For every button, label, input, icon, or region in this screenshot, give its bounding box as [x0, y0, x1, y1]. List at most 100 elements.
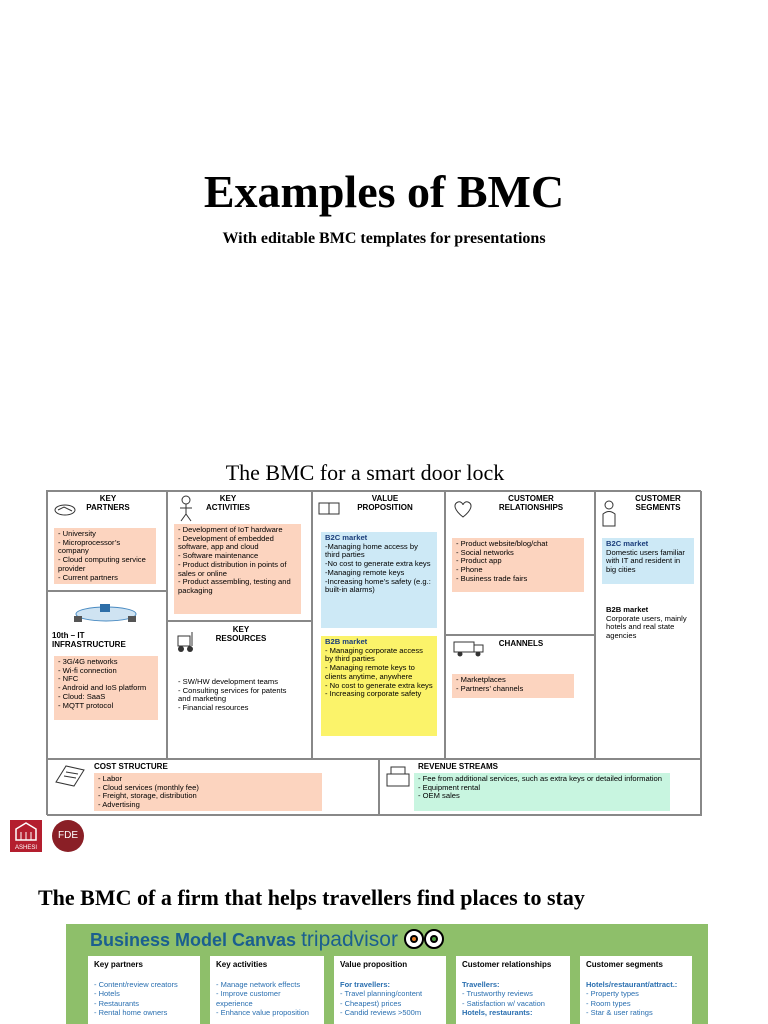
network-icon	[66, 600, 146, 624]
value-proposition-label-2: PROPOSITION	[357, 502, 413, 512]
channels-cell: CHANNELS Marketplaces Partners’ channels	[445, 635, 595, 759]
key-activities-cell: KEY ACTIVITIES Development of IoT hardwa…	[167, 491, 312, 621]
trip-col-header: Key partners	[94, 960, 143, 969]
key-partners-label-1: KEY	[99, 494, 117, 503]
list-item: Product website/blog/chat	[456, 539, 580, 549]
list-item: Product assembling, testing and packagin…	[178, 577, 297, 595]
b2c-title: B2C market	[606, 539, 649, 548]
key-resources-label-1: KEY	[232, 625, 250, 634]
bmc1-heading: The BMC for a smart door lock	[225, 460, 505, 485]
trip-col-line: - Improve customer experience	[216, 989, 281, 1008]
list-item: Business trade fairs	[456, 574, 580, 584]
b2b-title: B2B market	[325, 637, 368, 646]
handshake-icon	[54, 502, 76, 516]
customer-segments-cell: CUSTOMER SEGMENTS B2C market Domestic us…	[595, 491, 702, 759]
list-item: Product distribution in points of sales …	[178, 560, 297, 578]
customer-segments-b2b-box: B2B market Corporate users, mainly hotel…	[602, 604, 700, 644]
list-item: Current partners	[58, 573, 152, 583]
list-item: Advertising	[98, 800, 318, 810]
customer-relationships-label-2: RELATIONSHIPS	[498, 502, 564, 512]
trip-col-header: Customer relationships	[462, 960, 552, 969]
gift-icon	[317, 500, 341, 515]
list-item: SW/HW development teams	[178, 677, 300, 687]
trip-col-line: - Rental home owners	[94, 1008, 168, 1017]
list-item: Managing remote keys to clients anytime,…	[325, 663, 433, 681]
trip-col-line: - Trustworthy reviews	[462, 989, 533, 998]
trip-col-line: - Enhance value proposition	[216, 1008, 309, 1017]
customer-relationships-cell: CUSTOMER RELATIONSHIPS Product website/b…	[445, 491, 595, 635]
list-item: No cost to generate extra keys	[325, 681, 433, 691]
it-infrastructure-cell: 10th – IT INFRASTRUCTURE 3G/4G networks …	[47, 591, 167, 759]
cash-register-icon	[384, 764, 412, 788]
trip-col-key-partners: Key partners - Content/review creators -…	[88, 956, 200, 1024]
vp-b2c-line: -Increasing home’s safety (e.g.: built-i…	[325, 576, 431, 595]
key-resources-label-2: RESOURCES	[215, 633, 267, 643]
list-item: University	[58, 529, 152, 539]
trip-col-customer-relationships: Customer relationships Travellers: - Tru…	[456, 956, 570, 1024]
owl-icon	[403, 928, 445, 954]
key-activities-label-1: KEY	[219, 494, 237, 503]
revenue-streams-label: REVENUE STREAMS	[418, 762, 499, 771]
list-item: Social networks	[456, 548, 580, 558]
list-item: Managing corporate access by third parti…	[325, 646, 433, 664]
vp-b2c-line: -Managing remote keys	[325, 567, 405, 577]
list-item: Partners’ channels	[456, 684, 570, 694]
vp-b2c-line: -Managing home access by third parties	[325, 541, 418, 560]
worker-icon	[172, 494, 200, 522]
trip-col-line: - Candid reviews >500m	[340, 1008, 422, 1017]
list-item: 3G/4G networks	[58, 657, 154, 667]
trip-col-line: - Hotels	[94, 989, 120, 998]
list-item: Software maintenance	[178, 551, 297, 561]
channels-box: Marketplaces Partners’ channels	[452, 674, 574, 698]
canvas-title-text: Business Model Canvas	[90, 930, 297, 950]
value-proposition-label-1: VALUE	[371, 494, 399, 503]
revenue-streams-cell: REVENUE STREAMS Fee from additional serv…	[379, 759, 702, 816]
customer-relationships-label-1: CUSTOMER	[508, 494, 554, 503]
key-activities-label-2: ACTIVITIES	[205, 502, 250, 512]
tripadvisor-canvas: Business Model Canvas tripadvisor Key pa…	[66, 924, 708, 1024]
cost-structure-box: Labor Cloud services (monthly fee) Freig…	[94, 773, 322, 811]
bmc1-canvas: KEY PARTNERS University Microprocessor’s…	[46, 490, 702, 816]
list-item: Freight, storage, distribution	[98, 792, 318, 801]
trip-col-line: - Star & user ratings	[586, 1008, 653, 1017]
trip-col-customer-segments: Customer segments Hotels/restaurant/attr…	[580, 956, 692, 1024]
b2b-title: B2B market	[606, 605, 649, 614]
b2c-title: B2C market	[325, 533, 368, 542]
slide-title: Examples of BMC	[203, 166, 565, 217]
trip-col-value-proposition: Value proposition For travellers: - Trav…	[334, 956, 446, 1024]
trip-col-subheader: Hotels/restaurant/attract.:	[586, 979, 678, 989]
customer-segments-label-2: SEGMENTS	[635, 502, 681, 512]
key-resources-cell: KEY RESOURCES SW/HW development teams Co…	[167, 621, 312, 759]
list-item: Marketplaces	[456, 675, 570, 685]
list-item: Product app	[456, 557, 580, 566]
cs-b2c-text: Domestic users familiar with IT and resi…	[606, 547, 685, 575]
customer-relationships-box: Product website/blog/chat Social network…	[452, 538, 584, 592]
bmc2-heading: The BMC of a firm that helps travellers …	[38, 885, 585, 910]
key-partners-label-2: PARTNERS	[86, 502, 130, 512]
channels-label: CHANNELS	[498, 639, 544, 648]
slide-subtitle: With editable BMC templates for presenta…	[222, 230, 546, 247]
it-infrastructure-label-2: INFRASTRUCTURE	[52, 639, 126, 649]
truck-icon	[452, 638, 486, 658]
trip-col-header: Value proposition	[340, 960, 408, 969]
receipt-icon	[52, 762, 88, 787]
trip-col-line: - Restaurants	[94, 998, 140, 1008]
list-item: Cloud computing service provider	[58, 555, 152, 573]
ashesi-logo: ASHESI	[10, 820, 42, 852]
list-item: Phone	[456, 565, 580, 575]
trip-col-subheader: For travellers:	[340, 979, 391, 989]
person-icon	[600, 500, 618, 528]
list-item: Increasing corporate safety	[325, 690, 433, 699]
value-proposition-cell: VALUE PROPOSITION B2C market -Managing h…	[312, 491, 445, 759]
trip-col-header: Customer segments	[586, 960, 663, 969]
fde-logo: FDE	[52, 820, 84, 852]
it-infrastructure-label-1: 10th – IT	[52, 631, 85, 640]
cost-structure-cell: COST STRUCTURE Labor Cloud services (mon…	[47, 759, 379, 816]
key-resources-box: SW/HW development teams Consulting servi…	[174, 676, 304, 726]
trip-col-line: - Satisfaction w/ vacation	[462, 998, 545, 1008]
trip-col-key-activities: Key activities - Manage network effects …	[210, 956, 324, 1024]
key-partners-cell: KEY PARTNERS University Microprocessor’s…	[47, 491, 167, 591]
list-item: Equipment rental	[418, 783, 666, 793]
canvas-title: Business Model Canvas tripadvisor	[90, 928, 445, 954]
list-item: MQTT protocol	[58, 701, 154, 711]
